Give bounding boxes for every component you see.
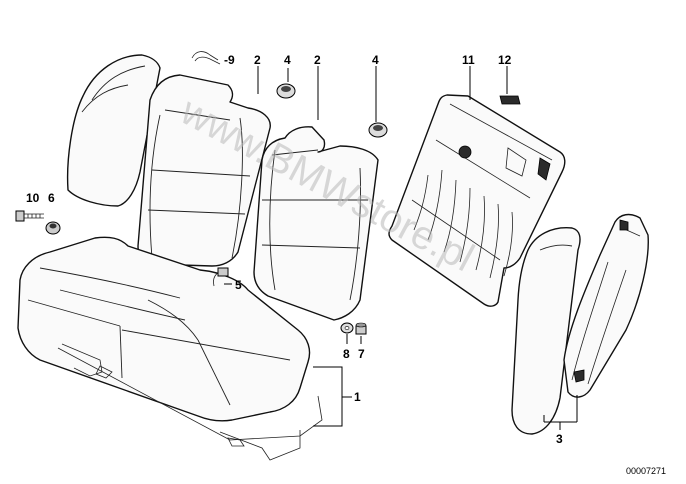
callout-2-left: 2 bbox=[254, 53, 261, 67]
callout-2-right: 2 bbox=[314, 53, 321, 67]
side-bolster-right bbox=[511, 227, 581, 435]
seat-frame bbox=[57, 343, 323, 461]
retaining-clip-12 bbox=[499, 95, 521, 105]
callout-10: 10 bbox=[26, 191, 40, 205]
bushing-4-left bbox=[276, 83, 296, 99]
callout-9: -9 bbox=[224, 53, 235, 67]
callout-4-left: 4 bbox=[284, 53, 291, 67]
callout-8: 8 bbox=[343, 347, 350, 361]
side-bolster-left bbox=[66, 54, 161, 207]
callout-1: 1 bbox=[354, 390, 361, 404]
callout-12: 12 bbox=[498, 53, 512, 67]
backrest-cover-left bbox=[137, 74, 271, 267]
backrest-frame bbox=[388, 94, 566, 307]
clip-9 bbox=[191, 51, 221, 65]
document-number: 00007271 bbox=[626, 466, 666, 476]
callout-3: 3 bbox=[556, 432, 563, 446]
callout-7: 7 bbox=[358, 347, 365, 361]
nut-6 bbox=[45, 221, 61, 235]
nut-7 bbox=[355, 322, 367, 335]
callout-5: 5 bbox=[235, 278, 242, 292]
washer-8 bbox=[340, 322, 354, 334]
backrest-cover-right bbox=[253, 126, 379, 321]
callout-4-right: 4 bbox=[372, 53, 379, 67]
side-bolster-frame bbox=[563, 213, 649, 398]
bushing-4-right bbox=[368, 122, 388, 138]
callout-11: 11 bbox=[462, 53, 475, 67]
callout-6: 6 bbox=[48, 191, 55, 205]
callout-labels: -9 2 4 2 4 11 12 10 6 5 8 7 1 3 bbox=[26, 53, 563, 446]
bolt-10 bbox=[15, 210, 44, 222]
hook-5 bbox=[213, 267, 229, 287]
seat-cushion bbox=[17, 236, 311, 422]
leader-lines bbox=[224, 66, 578, 430]
